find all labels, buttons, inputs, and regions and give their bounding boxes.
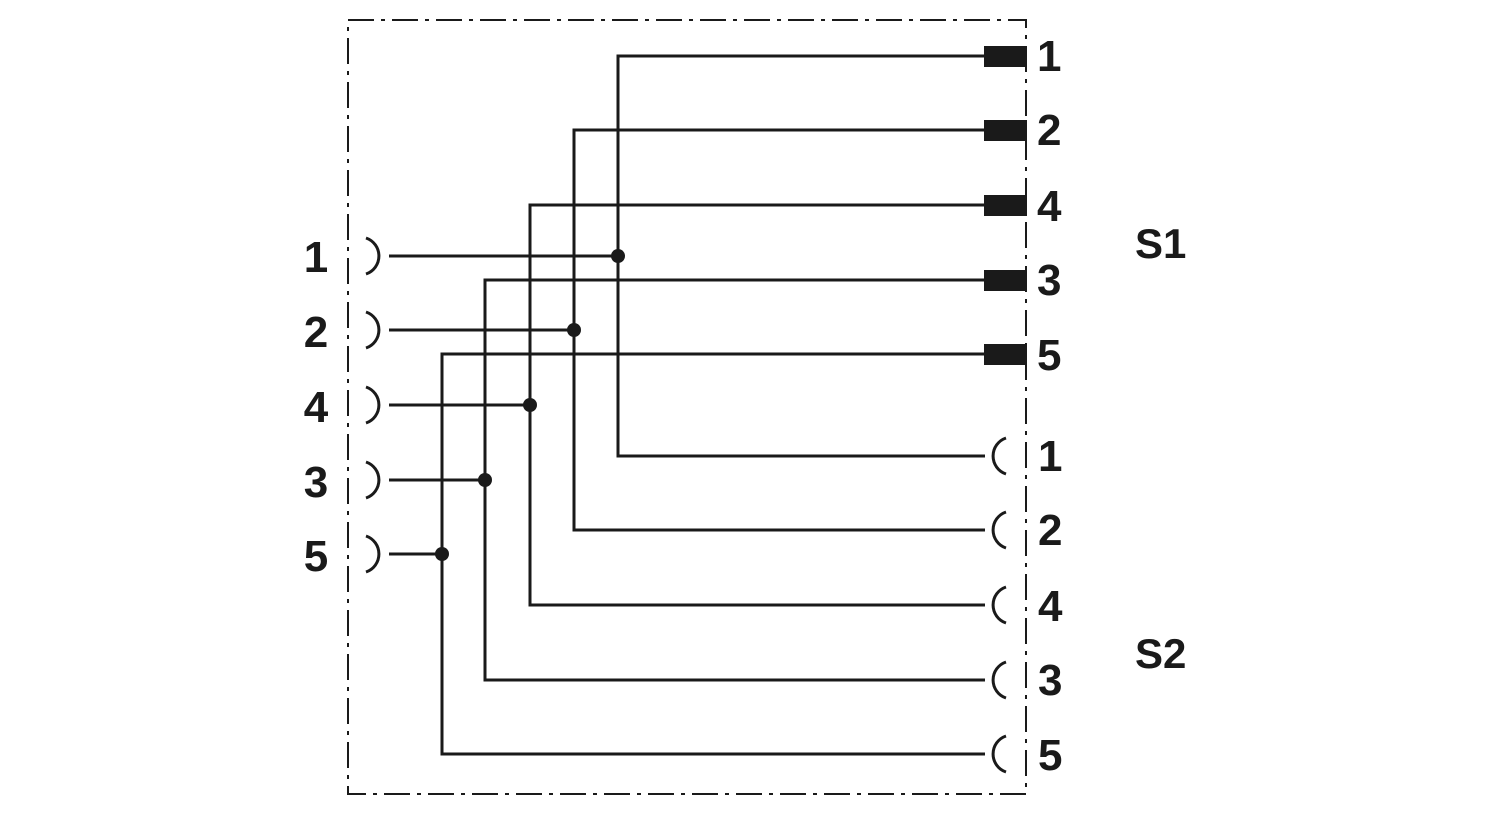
wire-pin-5 <box>440 352 985 756</box>
s2-socket-icon-1 <box>991 436 1007 476</box>
junction-pin-4 <box>523 398 537 412</box>
junction-pin-1 <box>611 249 625 263</box>
s1-pin-label: 1 <box>1037 32 1061 81</box>
plug-pin-icon-1 <box>984 46 1027 67</box>
s2-pin-label: 4 <box>1038 582 1063 631</box>
connector-s1: 1 2 4 3 5 S1 <box>984 32 1186 380</box>
wire-pin-2 <box>572 128 985 532</box>
s2-pin-label: 5 <box>1038 731 1062 780</box>
left-pin-label: 3 <box>304 458 328 507</box>
wire-pin-3 <box>483 278 985 682</box>
plug-pin-icon-4 <box>984 195 1027 216</box>
junctions <box>435 249 625 561</box>
s2-pin-label: 1 <box>1038 432 1062 481</box>
left-socket-icon-1 <box>365 236 381 276</box>
s1-pin-label: 4 <box>1037 182 1062 231</box>
s1-label: S1 <box>1135 220 1186 267</box>
s2-socket-icon-2 <box>991 510 1007 550</box>
s2-socket-icon-5 <box>991 734 1007 774</box>
left-pin-label: 1 <box>304 233 328 282</box>
junction-pin-5 <box>435 547 449 561</box>
left-socket-icon-5 <box>365 534 381 574</box>
junction-pin-2 <box>567 323 581 337</box>
wire-pin-4 <box>528 203 985 607</box>
left-socket-icon-2 <box>365 310 381 350</box>
wire-pin-1 <box>616 54 985 458</box>
left-pin-label: 2 <box>304 308 328 357</box>
s2-socket-icon-3 <box>991 660 1007 700</box>
left-pin-label: 4 <box>304 383 329 432</box>
junction-pin-3 <box>478 473 492 487</box>
s2-socket-icon-4 <box>991 585 1007 625</box>
plug-pin-icon-5 <box>984 344 1027 365</box>
housing-outline <box>347 19 1027 795</box>
s2-pin-label: 3 <box>1038 656 1062 705</box>
s1-pin-label: 5 <box>1037 331 1061 380</box>
s2-label: S2 <box>1135 630 1186 677</box>
connector-s2: 1 2 4 3 5 S2 <box>991 432 1186 780</box>
s1-pin-label: 2 <box>1037 106 1061 155</box>
s1-pin-label: 3 <box>1037 256 1061 305</box>
plug-pin-icon-3 <box>984 270 1027 291</box>
s2-pin-label: 2 <box>1038 506 1062 555</box>
plug-pin-icon-2 <box>984 120 1027 141</box>
left-socket-icon-3 <box>365 460 381 500</box>
left-socket-icon-4 <box>365 385 381 425</box>
left-connector: 1 2 4 3 5 <box>304 233 381 581</box>
left-pin-label: 5 <box>304 532 328 581</box>
wires <box>389 54 985 756</box>
